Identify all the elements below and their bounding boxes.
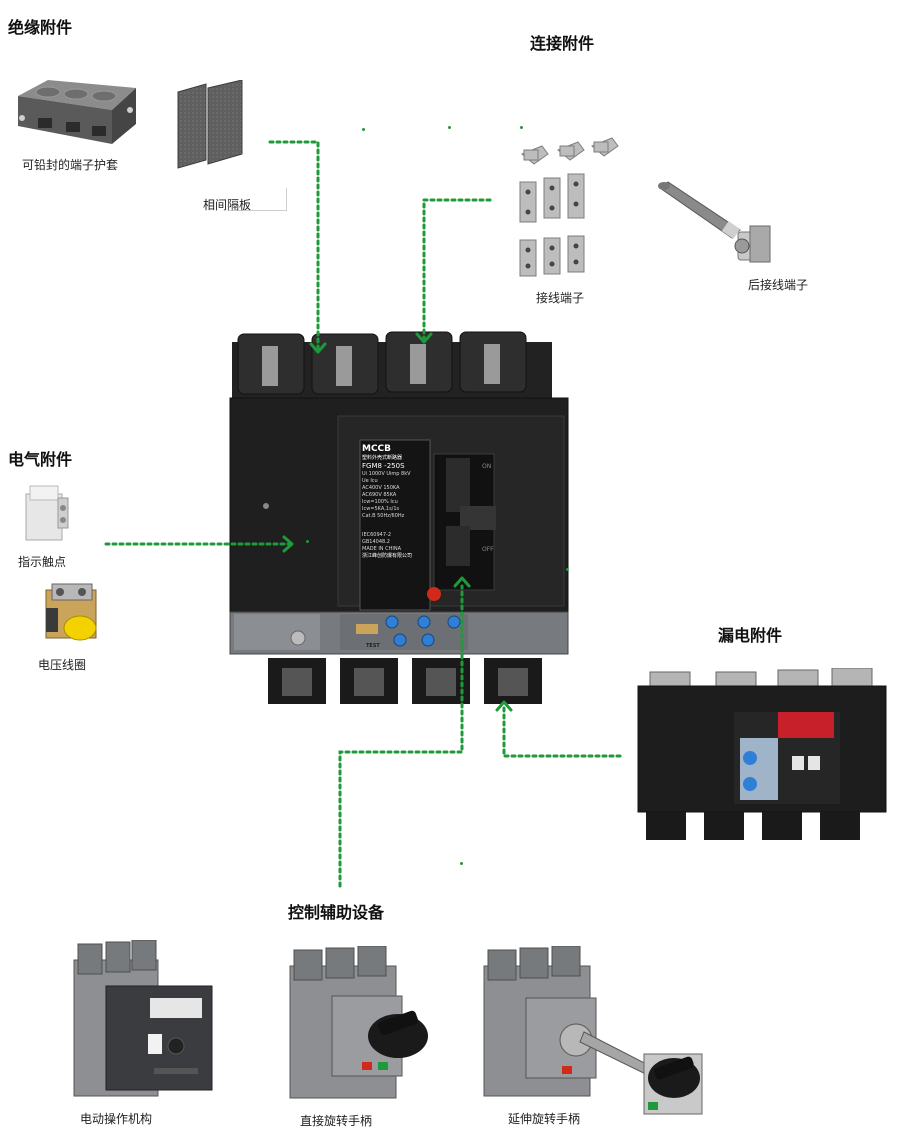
nameplate-spec: Cat.B 50Hz/60Hz — [362, 513, 405, 519]
decorative-dot — [460, 862, 463, 865]
nameplate-spec: Icw=100% Icu — [362, 499, 398, 505]
caption-motor-operator: 电动操作机构 — [80, 1112, 153, 1126]
caption-extended-handle: 延伸旋转手柄 — [508, 1112, 581, 1126]
nameplate-spec: Ui 1000V Uimp 8kV — [362, 471, 411, 477]
rear-terminal-image — [658, 181, 771, 263]
decorative-dot — [448, 126, 451, 129]
nameplate-standard: MADE IN CHINA — [362, 546, 402, 552]
nameplate-spec: AC690V 85KA — [362, 492, 397, 498]
motor-operator-image — [73, 940, 213, 1097]
nameplate-subtitle: 塑料外壳式断路器 — [362, 455, 403, 461]
nameplate-spec: Icw=5KA,1s/1s — [362, 506, 400, 512]
arrow-leakage-to-breaker — [502, 704, 622, 758]
voltage-coil-image — [45, 583, 97, 641]
nameplate: MCCB 塑料外壳式断路器 FGM8 -250S Ui 1000V Uimp 8… — [362, 444, 428, 604]
heading-connection: 连接附件 — [530, 34, 595, 53]
caption-rear-terminal: 后接线端子 — [748, 278, 809, 292]
indicator-contact-image — [25, 485, 69, 541]
caption-terminals: 接线端子 — [536, 291, 585, 305]
caption-voltage-coil: 电压线圈 — [38, 658, 87, 672]
caption-sealable-terminal-cover: 可铅封的端子护套 — [22, 158, 119, 172]
sealable-terminal-cover-image — [18, 80, 136, 144]
decorative-dot — [362, 128, 365, 131]
phase-barrier-image — [177, 80, 243, 169]
leakage-module-image — [637, 668, 887, 840]
arrow-insulation-to-breaker — [268, 140, 320, 352]
nameplate-frame: 250S — [386, 462, 405, 470]
decorative-dot — [566, 568, 569, 571]
arrow-connection-to-breaker — [422, 198, 492, 340]
heading-control: 控制辅助设备 — [288, 903, 385, 922]
on-marking: ON — [482, 463, 492, 470]
extended-rotary-handle-image — [483, 946, 703, 1115]
heading-electrical: 电气附件 — [8, 450, 73, 469]
heading-leakage: 漏电附件 — [718, 626, 783, 645]
caption-direct-handle: 直接旋转手柄 — [300, 1114, 373, 1128]
nameplate-brand: MCCB — [362, 444, 392, 454]
decorative-dot — [306, 540, 309, 543]
heading-insulation: 绝缘附件 — [8, 18, 73, 37]
nameplate-spec: AC400V 150KA — [362, 485, 400, 491]
nameplate-model: FGM8 — [362, 462, 382, 470]
off-marking: OFF — [482, 546, 494, 553]
decorative-dot — [520, 126, 523, 129]
nameplate-spec: Ue Icu — [362, 478, 378, 484]
test-button-label: TEST — [366, 643, 380, 649]
connection-terminals-image — [519, 137, 619, 277]
nameplate-standard: IEC60947-2 — [362, 532, 392, 538]
caption-phase-barrier: 相间隔板 — [203, 198, 252, 212]
nameplate-maker: 浙江峰创防爆有限公司 — [362, 553, 413, 559]
direct-rotary-handle-image — [289, 946, 428, 1099]
nameplate-standard: GB14048.2 — [362, 539, 390, 545]
caption-indicator-contact: 指示触点 — [18, 555, 67, 569]
